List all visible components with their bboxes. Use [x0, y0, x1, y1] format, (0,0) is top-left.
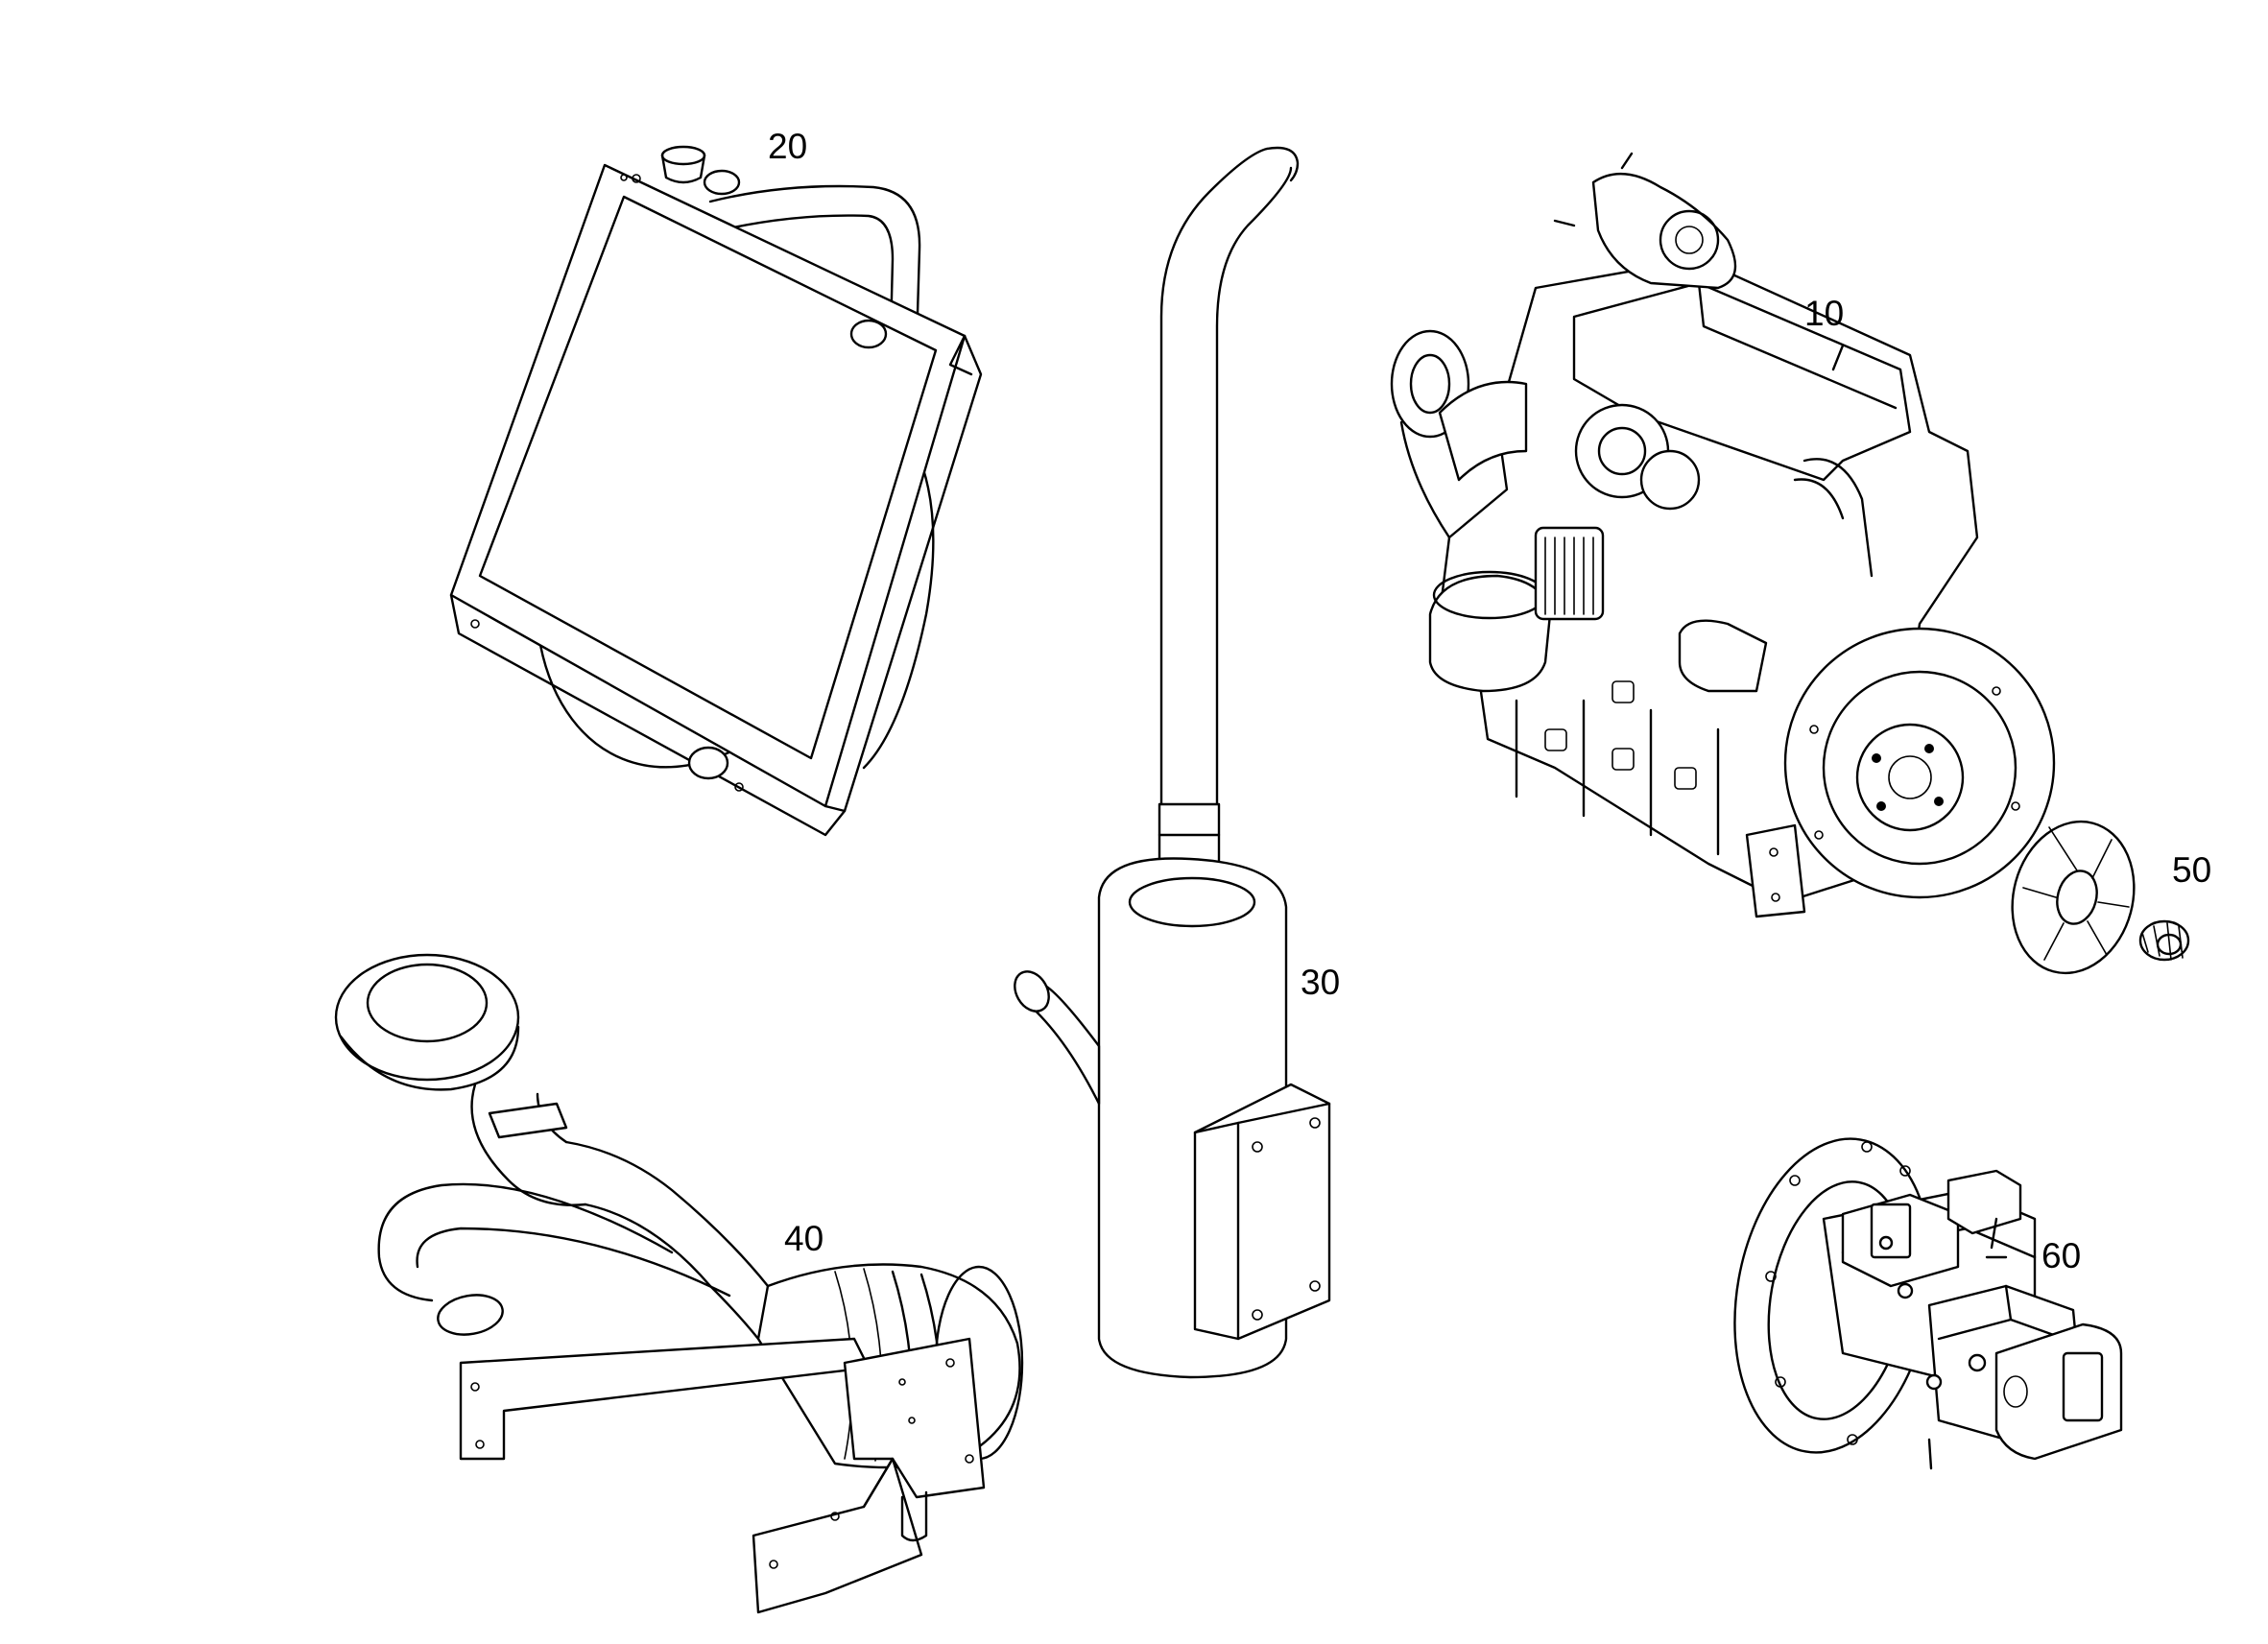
- callout-60: 60: [2041, 1236, 2082, 1275]
- hydraulic-pump-icon: [1733, 1137, 2123, 1470]
- engine-icon: [1390, 152, 2056, 918]
- callout-50: 50: [2172, 850, 2212, 890]
- callout-30: 30: [1301, 963, 1341, 1002]
- callout-10: 10: [1804, 294, 1845, 333]
- muffler-icon: [1014, 146, 1331, 1379]
- air-filter-icon: [334, 953, 1024, 1614]
- coupling-icon: [2011, 820, 2190, 975]
- callout-40: 40: [784, 1219, 824, 1258]
- callout-20: 20: [768, 127, 808, 166]
- radiator-icon: [449, 145, 983, 837]
